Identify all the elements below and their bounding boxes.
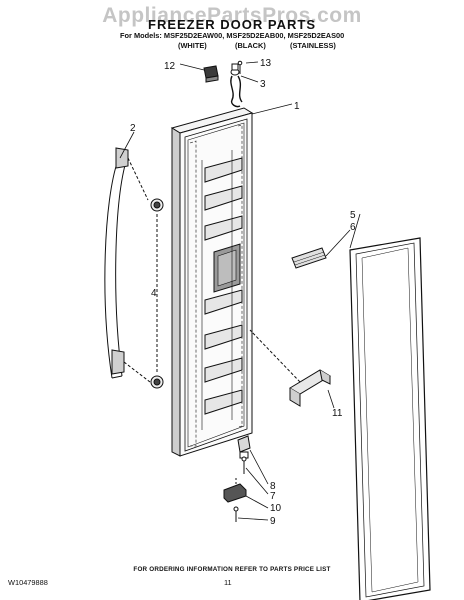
shelf-retainer: [249, 329, 331, 407]
watermark: AppliancePartsPros.com: [102, 4, 362, 27]
screw-part-13: [237, 60, 243, 74]
callout-11: 11: [332, 408, 343, 419]
finish-black: (BLACK): [235, 41, 266, 50]
door-handle: [104, 147, 151, 383]
callout-12: 12: [164, 61, 176, 72]
finish-white: (WHITE): [178, 41, 207, 50]
callout-labels: 12 13 3 1 2 4 5 6 11 8 7 10 9: [130, 58, 356, 527]
finish-stainless: (STAINLESS): [290, 41, 336, 50]
callout-7: 7: [270, 491, 276, 502]
leader-lines: [119, 61, 361, 521]
hinge-screw: [241, 456, 247, 474]
door-gasket: [349, 237, 431, 600]
models-line: For Models: MSF25D2EAW00, MSF25D2EAB00, …: [120, 31, 345, 40]
page-title: FREEZER DOOR PARTS: [148, 17, 316, 32]
document-number: W10479888: [8, 578, 48, 587]
callout-8: 8: [270, 481, 276, 492]
bracket-screw: [233, 506, 239, 522]
callout-4: 4: [151, 288, 157, 299]
callout-10: 10: [270, 503, 282, 514]
callout-1: 1: [294, 101, 300, 112]
connector-part: [203, 65, 219, 83]
callout-9: 9: [270, 516, 276, 527]
wire-harness: [230, 63, 243, 108]
callout-13: 13: [260, 58, 272, 69]
callout-5: 5: [350, 210, 356, 221]
hinge-bushing: [237, 435, 251, 459]
door-panel: [170, 107, 254, 457]
page-number: 11: [224, 578, 232, 587]
hinge-bracket: [223, 478, 247, 503]
callout-2: 2: [130, 123, 136, 134]
handle-mount-plugs: [150, 198, 164, 389]
ordering-note: FOR ORDERING INFORMATION REFER TO PARTS …: [133, 566, 331, 573]
callout-3: 3: [260, 79, 266, 90]
trim-strip: [291, 247, 327, 269]
callout-6: 6: [350, 222, 356, 233]
